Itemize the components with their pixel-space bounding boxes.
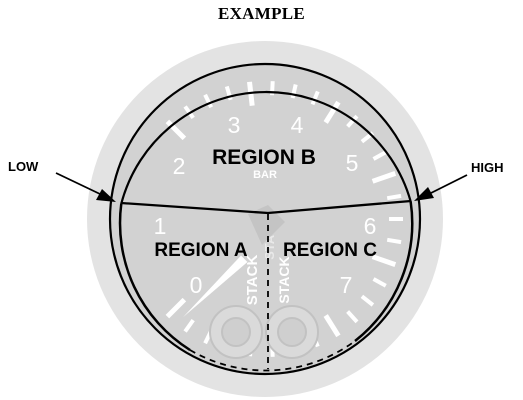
gauge-outline-outer — [108, 62, 422, 376]
dial-tick — [371, 254, 397, 267]
callout-high-label: HIGH — [471, 160, 504, 175]
dial-tick — [346, 114, 359, 128]
callout-low-label: LOW — [8, 159, 39, 174]
dial-tick — [224, 85, 233, 101]
callout-low-arrowhead — [96, 189, 116, 202]
dial-tick-marks — [165, 81, 403, 357]
dashed-bottom-boundary — [189, 340, 356, 372]
region-b-label: REGION B — [212, 146, 316, 169]
dial-tick — [386, 193, 402, 201]
region-c-label: REGION C — [283, 240, 377, 261]
dial-tick — [323, 314, 341, 338]
dial-number-2: 2 — [173, 153, 186, 179]
dial-tick — [165, 297, 187, 319]
region-divider-line — [120, 199, 412, 215]
dial-tick — [310, 90, 320, 106]
diagram-heading: EXAMPLE — [217, 4, 306, 23]
dial-tick — [360, 294, 375, 307]
region-c-boundary — [354, 201, 414, 342]
dial-number-0: 0 — [190, 272, 203, 298]
gauge-outline-inner — [120, 90, 412, 204]
dial-tick — [372, 150, 387, 161]
dial-tick — [165, 119, 187, 141]
callout-high-arrow-line — [430, 174, 468, 194]
dial-number-6: 6 — [364, 213, 377, 239]
dial-number-1: 1 — [154, 213, 167, 239]
pointer-shadow — [248, 205, 285, 245]
dial-tick — [323, 100, 341, 124]
gauge-knobs — [209, 305, 319, 359]
dial-tick — [371, 171, 397, 184]
dial-tick — [183, 318, 195, 333]
dial-tick — [346, 310, 359, 324]
gauge-unit-label: BAR — [253, 169, 277, 181]
dial-number-4: 4 — [291, 112, 304, 138]
region-a-label: REGION A — [154, 240, 248, 261]
gauge-brand-text-small: STACK — [276, 256, 292, 303]
callout-low-arrow-line — [55, 172, 101, 195]
region-a-boundary — [118, 203, 191, 352]
callout-high-arrowhead — [414, 187, 434, 201]
dial-tick — [290, 84, 298, 99]
dial-number-3: 3 — [228, 112, 241, 138]
gauge-brand-text: STACK — [244, 255, 261, 306]
dial-numbers: 0 1 2 3 4 5 6 7 — [154, 112, 377, 298]
dial-number-5: 5 — [346, 150, 359, 176]
dial-tick — [203, 93, 214, 109]
dial-tick — [372, 277, 387, 288]
gauge-needle — [177, 254, 249, 323]
dial-tick — [386, 237, 402, 245]
dial-number-7: 7 — [340, 272, 353, 298]
